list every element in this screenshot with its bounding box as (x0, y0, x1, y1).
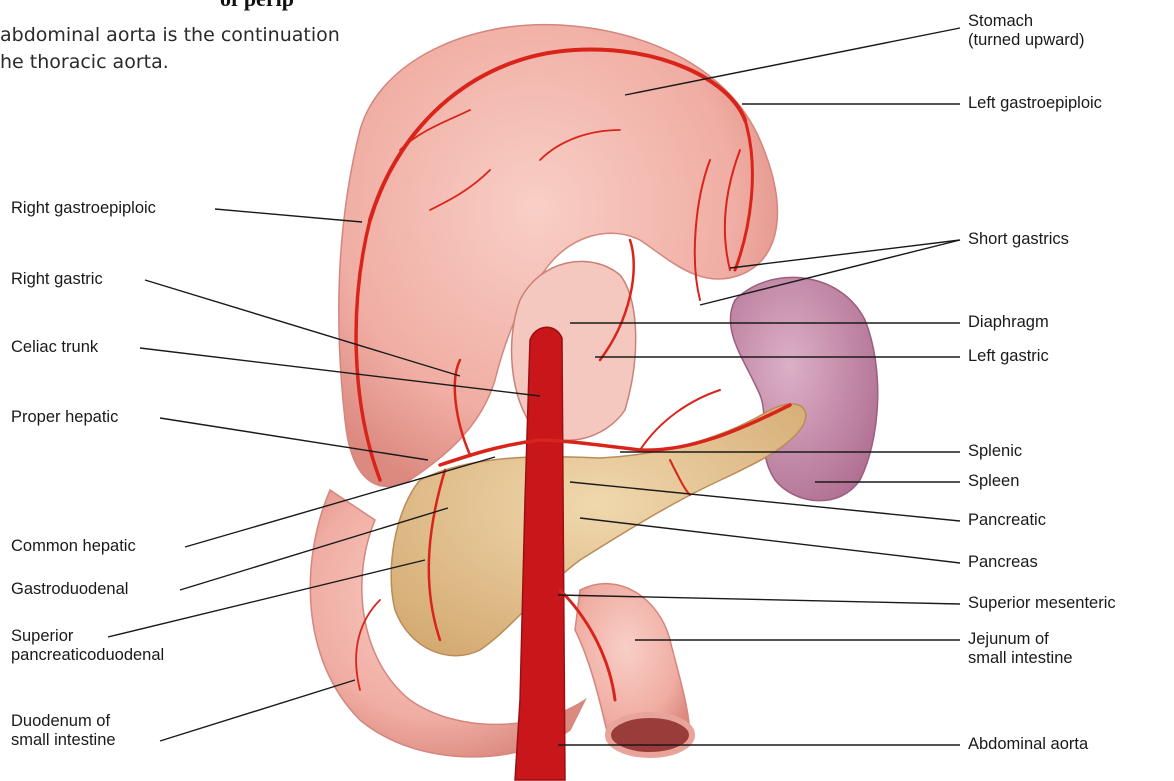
section-heading: of perip (220, 0, 294, 12)
label-pancreatic: Pancreatic (968, 511, 1046, 530)
label-jejunum-line2: small intestine (968, 649, 1073, 668)
label-pancreas: Pancreas (968, 553, 1038, 572)
label-abdominal-aorta: Abdominal aorta (968, 735, 1088, 754)
intro-text: abdominal aorta is the continuation he t… (0, 22, 300, 76)
spleen-shape (730, 277, 877, 500)
label-superior-mesenteric: Superior mesenteric (968, 594, 1116, 613)
label-short-gastrics: Short gastrics (968, 230, 1069, 249)
label-common-hepatic: Common hepatic (11, 537, 136, 556)
label-celiac-trunk: Celiac trunk (11, 338, 98, 357)
label-duodenum-line1: Duodenum of (11, 712, 116, 731)
label-left-gastroepiploic: Left gastroepiploic (968, 94, 1102, 113)
label-spd-line1: Superior (11, 627, 164, 646)
label-right-gastroepiploic: Right gastroepiploic (11, 199, 156, 218)
label-gastroduodenal: Gastroduodenal (11, 580, 128, 599)
intro-line-2: he thoracic aorta. (0, 49, 300, 76)
label-duodenum-line2: small intestine (11, 731, 116, 750)
label-superior-pancreaticoduodenal: Superior pancreaticoduodenal (11, 627, 164, 665)
label-splenic: Splenic (968, 442, 1022, 461)
label-spleen: Spleen (968, 472, 1019, 491)
label-left-gastric: Left gastric (968, 347, 1049, 366)
label-diaphragm: Diaphragm (968, 313, 1049, 332)
label-spd-line2: pancreaticoduodenal (11, 646, 164, 665)
label-stomach: Stomach (turned upward) (968, 12, 1084, 50)
label-stomach-line2: (turned upward) (968, 31, 1084, 50)
jejunum-opening (608, 715, 692, 755)
label-jejunum-line1: Jejunum of (968, 630, 1073, 649)
intro-line-1: abdominal aorta is the continuation (0, 22, 300, 49)
label-proper-hepatic: Proper hepatic (11, 408, 118, 427)
label-jejunum: Jejunum of small intestine (968, 630, 1073, 668)
label-duodenum: Duodenum of small intestine (11, 712, 116, 750)
label-stomach-line1: Stomach (968, 12, 1084, 31)
label-right-gastric: Right gastric (11, 270, 103, 289)
